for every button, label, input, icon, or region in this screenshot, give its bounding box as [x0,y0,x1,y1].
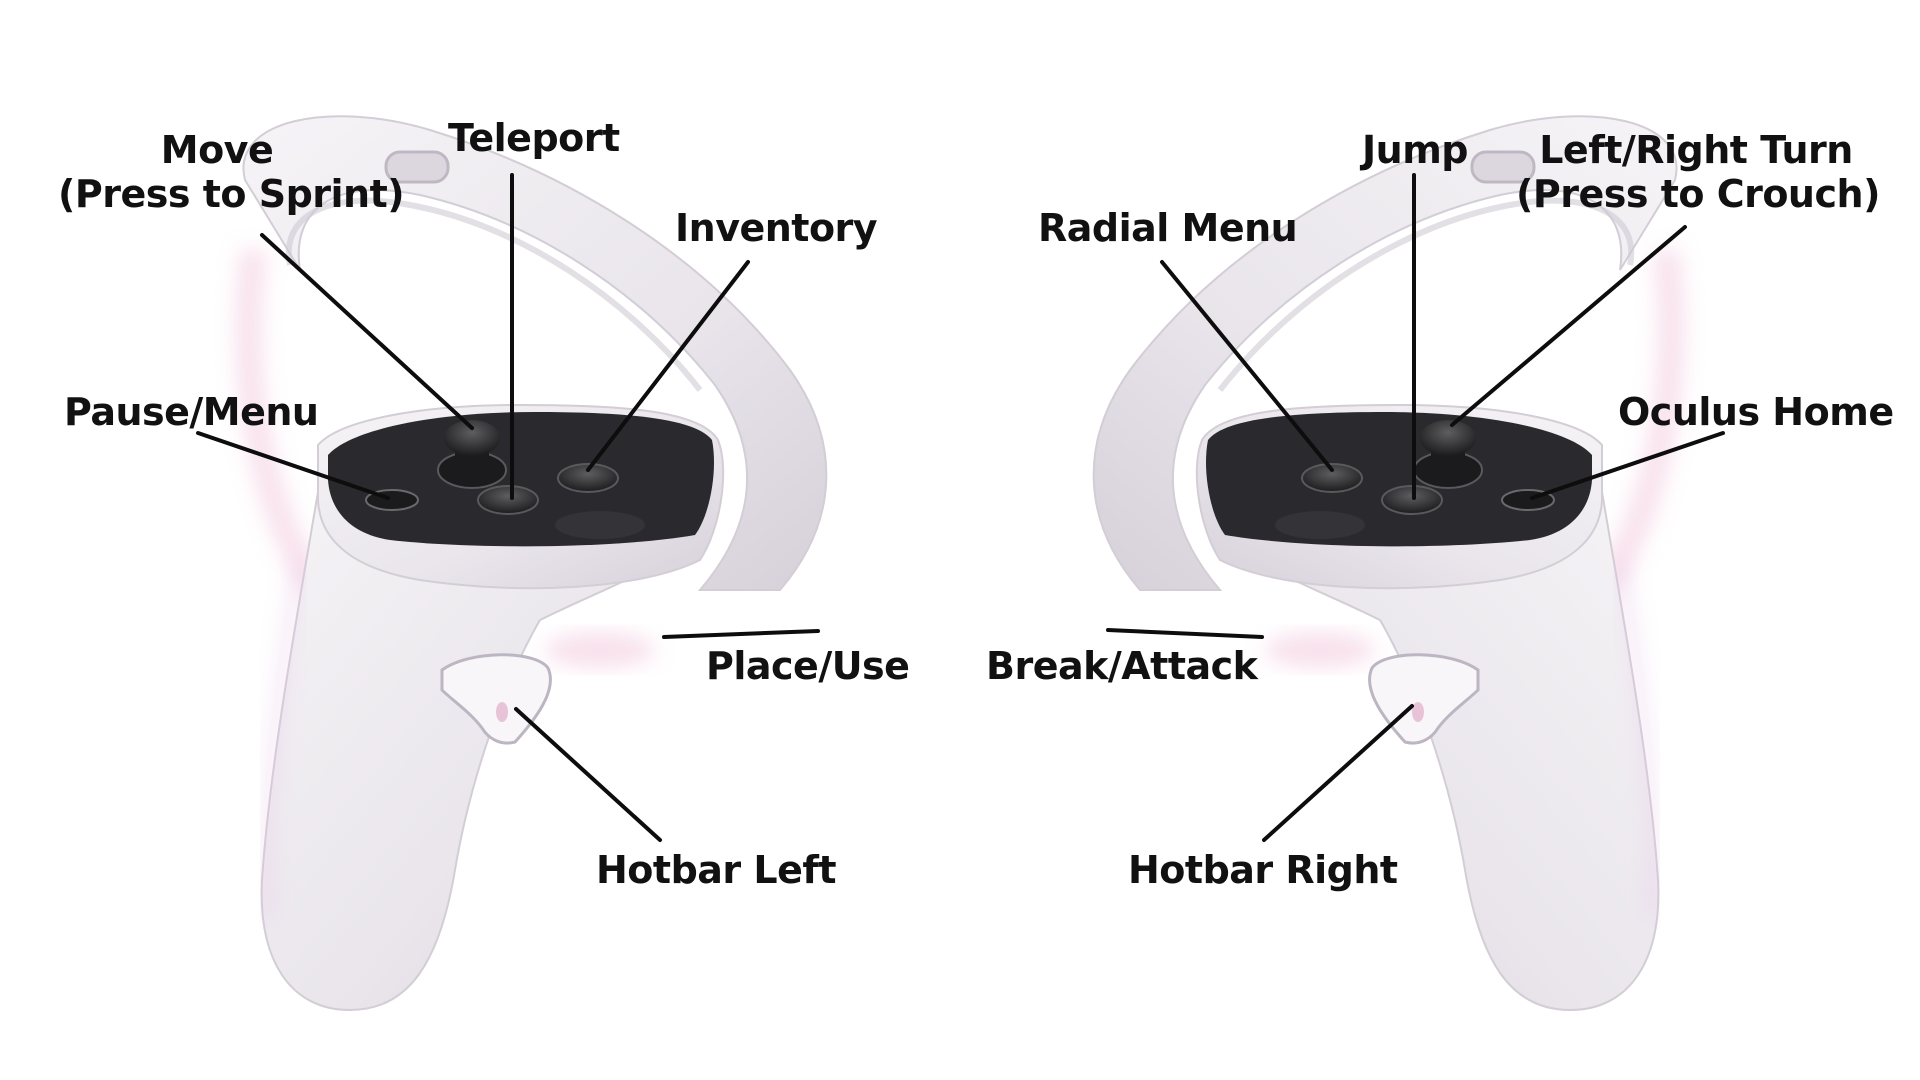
label-teleport: Teleport [448,116,620,160]
right-tracking-ring [1092,115,1678,591]
left-grip-trigger [440,653,552,745]
leader-lines [196,173,1725,842]
leader-place [662,629,820,639]
label-inventory: Inventory [675,206,878,250]
left-tracking-ring [242,115,828,591]
right-ring-marker [1470,150,1536,184]
label-break-attack: Break/Attack [986,644,1258,688]
leader-break [1106,628,1264,639]
leader-hotbar-left [514,707,662,842]
label-left-right-turn: Left/Right Turn (Press to Crouch) [1516,128,1880,216]
label-radial-menu: Radial Menu [1038,206,1298,250]
left-ring-marker [384,150,450,184]
leader-inventory [586,260,750,472]
label-jump: Jump [1362,128,1469,172]
leader-radial [1160,260,1334,472]
right-b-button [1301,463,1363,493]
left-face-plate [328,412,715,547]
leader-hotbar-right [1262,704,1414,842]
label-oculus-home: Oculus Home [1618,390,1894,434]
label-hotbar-right: Hotbar Right [1128,848,1398,892]
leader-turn [1450,225,1687,427]
right-face-plate [1205,412,1592,547]
left-y-button [557,463,619,493]
left-controller [235,115,828,1012]
leader-home [1530,431,1725,500]
label-pause-menu: Pause/Menu [64,390,319,434]
left-thumbstick [437,420,507,489]
label-place-use: Place/Use [706,644,910,688]
leader-pause [196,431,390,500]
left-x-button [477,485,539,515]
leader-move [260,233,474,430]
label-move: Move (Press to Sprint) [58,128,405,216]
right-thumbstick [1413,420,1483,489]
label-hotbar-left: Hotbar Left [596,848,837,892]
